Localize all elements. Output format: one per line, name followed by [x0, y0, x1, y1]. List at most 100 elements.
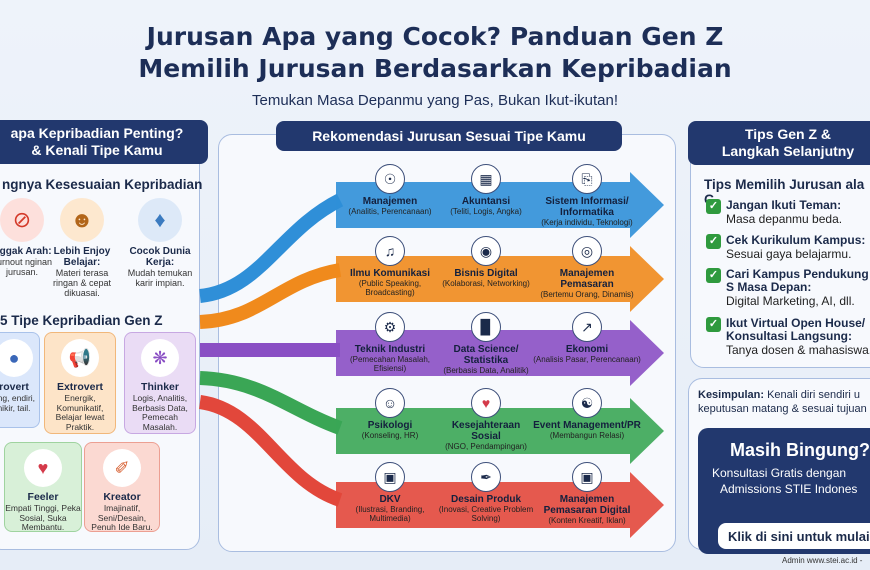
- major-item: ◎Manajemen Pemasaran(Bertemu Orang, Dina…: [532, 236, 642, 299]
- major-desc: (Konseling, HR): [361, 431, 419, 440]
- major-title: Ilmu Komunikasi: [349, 268, 430, 279]
- type-title: Feeler: [27, 491, 59, 503]
- left-header-line1: apa Kepribadian Penting?: [10, 125, 184, 141]
- reason-title: Lebih Enjoy Belajar:: [53, 246, 111, 268]
- major-row-blue: ☉Manajemen(Analitis, Perencanaan) ▦Akunt…: [336, 164, 664, 227]
- major-row-red: ▣DKV(Ilustrasi, Branding, Multimedia) ✒D…: [336, 462, 664, 525]
- types-heading: 5 Tipe Kepribadian Gen Z: [0, 313, 163, 328]
- start-consultation-button[interactable]: Klik di sini untuk mulai: [718, 523, 870, 549]
- head-brain-icon: ☺: [375, 388, 405, 418]
- reason-item: ♦ Cocok Dunia Kerja: Mudah temukan karir…: [124, 198, 196, 288]
- major-desc: (Pemecahan Masalah, Efisiensi): [349, 355, 431, 373]
- cta-line1: Konsultasi Gratis dengan: [712, 466, 847, 480]
- flow-ribbon-blue: [199, 193, 344, 303]
- check-icon: ✓: [706, 234, 721, 249]
- major-desc: (Analitis, Perencanaan): [348, 207, 432, 216]
- target-icon: ◎: [572, 236, 602, 266]
- puzzle-icon: ♦: [138, 198, 182, 242]
- tip-desc: Tanya dosen & mahasiswa.: [726, 343, 870, 357]
- major-desc: (NGO, Pendampingan): [445, 442, 527, 451]
- major-title: Bisnis Digital: [454, 268, 518, 279]
- conclusion-label: Kesimpulan:: [698, 389, 765, 401]
- type-title: rovert: [0, 381, 29, 393]
- flow-ribbon-orange: [199, 263, 342, 329]
- reason-desc: Materi terasa ringan & cepat dikuasai.: [52, 268, 112, 298]
- no-sign-icon: ⊘: [0, 198, 44, 242]
- footer-credit: Admin www.stei.ac.id -: [782, 556, 863, 565]
- megaphone-icon: 📢: [61, 339, 99, 377]
- major-row-purple: ⚙Teknik Industri(Pemecahan Masalah, Efis…: [336, 312, 664, 375]
- major-desc: (Teliti, Logis, Angka): [450, 207, 522, 216]
- reason-item: ☻ Lebih Enjoy Belajar: Materi terasa rin…: [46, 198, 118, 298]
- major-item: ♫ Ilmu Komunikasi(Public Speaking, Broadc…: [340, 236, 440, 297]
- type-desc: Energik, Komunikatif, Belajar lewat Prak…: [55, 393, 105, 432]
- tip-title: Ikut Virtual Open House/ Konsultasi Lang…: [726, 316, 866, 343]
- heart-hands-icon: ♥: [24, 449, 62, 487]
- reason-title: Nggak Arah:: [0, 246, 52, 257]
- type-card-feeler: ♥ Feeler Empati Tinggi, Peka Sosial, Suk…: [4, 442, 82, 532]
- middle-panel-header: Rekomendasi Jurusan Sesuai Tipe Kamu: [276, 121, 622, 151]
- tip-item: ✓Ikut Virtual Open House/ Konsultasi Lan…: [706, 317, 870, 357]
- page-title-line2: Memilih Jurusan Berdasarkan Kepribadian: [138, 54, 732, 83]
- major-item: ☉Manajemen(Analitis, Perencanaan): [340, 164, 440, 216]
- heart-hand-icon: ♥: [471, 388, 501, 418]
- major-item: ☺ Psikologi(Konseling, HR): [340, 388, 440, 440]
- major-title: Psikologi: [367, 420, 413, 431]
- major-item: ⚙Teknik Industri(Pemecahan Masalah, Efis…: [340, 312, 440, 373]
- major-item: ◉Bisnis Digital(Kolaborasi, Networking): [436, 236, 536, 288]
- tip-item: ✓ Cek Kurikulum Kampus:Sesuai gaya belaja…: [706, 234, 870, 261]
- major-desc: (Inovasi, Creative Problem Solving): [438, 505, 534, 523]
- type-card-extrovert: 📢 Extrovert Energik, Komunikatif, Belaja…: [44, 332, 116, 434]
- type-desc: ang, endiri, nikir, tail.: [0, 393, 36, 413]
- flow-ribbon-red: [198, 395, 343, 507]
- design-monitor-icon: ▣: [375, 462, 405, 492]
- major-desc: (Public Speaking, Broadcasting): [358, 279, 422, 297]
- major-title: Data Science/ Statistika: [453, 344, 519, 366]
- cta-title: Masih Bingung?: [730, 440, 870, 460]
- flow-ribbon-green: [199, 371, 343, 435]
- introvert-icon: ●: [0, 339, 33, 377]
- conclusion-body: Kenali diri sendiri u keputusan matang &…: [698, 389, 867, 415]
- network-icon: ◉: [471, 236, 501, 266]
- digital-ad-icon: ▣: [572, 462, 602, 492]
- major-item: ⎘Sistem Informasi/ Informatika(Kerja ind…: [532, 164, 642, 227]
- reason-title: Cocok Dunia Kerja:: [129, 246, 191, 268]
- major-desc: (Berbasis Data, Analitik): [443, 366, 529, 375]
- brain-icon: ❋: [141, 339, 179, 377]
- growth-chart-icon: ↗: [572, 312, 602, 342]
- type-card-thinker: ❋ Thinker Logis, Analitis, Berbasis Data…: [124, 332, 196, 434]
- megaphone-icon: ♫: [375, 236, 405, 266]
- major-desc: (Konten Kreatif, Iklan): [548, 516, 626, 525]
- major-row-orange: ♫ Ilmu Komunikasi(Public Speaking, Broadc…: [336, 236, 664, 299]
- type-desc: Logis, Analitis, Berbasis Data, Pemecah …: [132, 393, 188, 432]
- reason-desc: Mudah temukan karir impian.: [127, 268, 193, 288]
- major-item: ▉Data Science/ Statistika(Berbasis Data,…: [436, 312, 536, 375]
- major-title: Event Management/PR: [533, 420, 641, 431]
- major-desc: (Analisis Pasar, Perencanaan): [533, 355, 641, 364]
- type-card-introvert: ● rovert ang, endiri, nikir, tail.: [0, 332, 40, 428]
- bar-chart-icon: ▉: [471, 312, 501, 342]
- tip-item: ✓Jangan Ikuti Teman:Masa depanmu beda.: [706, 199, 870, 226]
- major-item: ▦Akuntansi(Teliti, Logis, Angka): [436, 164, 536, 216]
- paintbrush-icon: ✐: [103, 449, 141, 487]
- type-desc: Imajinatif, Seni/Desain, Penuh Ide Baru.: [91, 503, 153, 532]
- page-title-line1: Jurusan Apa yang Cocok? Panduan Gen Z: [146, 22, 724, 51]
- tip-desc: Sesuai gaya belajarmu.: [726, 247, 852, 261]
- reason-desc: burnout nginan jurusan.: [0, 257, 53, 277]
- major-title: Manajemen Pemasaran Digital: [543, 494, 631, 516]
- tip-desc: Digital Marketing, AI, dll.: [726, 294, 855, 308]
- major-item: ♥Kesejahteraan Sosial(NGO, Pendampingan): [436, 388, 536, 451]
- type-card-kreator: ✐ Kreator Imajinatif, Seni/Desain, Penuh…: [84, 442, 160, 532]
- right-panel-header: Tips Gen Z &Langkah Selanjutny: [688, 121, 870, 165]
- tip-title: Cek Kurikulum Kampus:: [726, 233, 866, 247]
- type-title: Thinker: [141, 381, 179, 393]
- major-item: ▣DKV(Ilustrasi, Branding, Multimedia): [340, 462, 440, 523]
- tip-title: Cari Kampus Pendukung S Masa Depan:: [726, 267, 869, 294]
- tip-desc: Masa depanmu beda.: [726, 212, 843, 226]
- type-title: Kreator: [103, 491, 141, 503]
- conclusion-text: Kesimpulan: Kenali diri sendiri u keputu…: [698, 388, 870, 416]
- left-panel-header: apa Kepribadian Penting?& Kenali Tipe Ka…: [0, 120, 208, 164]
- handshake-icon: ☯: [572, 388, 602, 418]
- gear-icon: ⚙: [375, 312, 405, 342]
- major-title: Kesejahteraan Sosial: [451, 420, 521, 442]
